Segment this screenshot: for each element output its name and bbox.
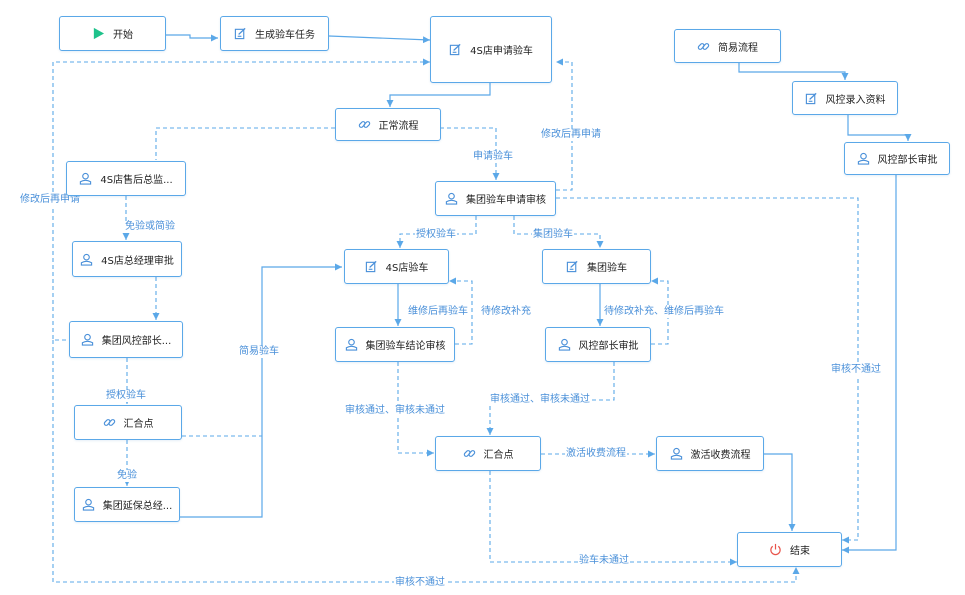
- node-label: 集团验车申请审核: [466, 195, 546, 206]
- edge-riskhead-end: [842, 175, 897, 554]
- edge-label: 修改后再申请: [540, 129, 602, 141]
- node-shop-check[interactable]: 4S店验车: [344, 249, 449, 284]
- edge-label: 免验或简验: [124, 221, 176, 233]
- edit-icon: [566, 260, 578, 273]
- edge-simple-input: [738, 63, 849, 80]
- power-icon: [770, 543, 781, 556]
- node-warranty-gm[interactable]: 集团延保总经...: [74, 487, 180, 522]
- edge-label: 验车未通过: [578, 555, 630, 567]
- node-label: 风控录入资料: [825, 94, 886, 106]
- user-icon: [345, 338, 357, 351]
- edge-label: 申请验车: [472, 151, 514, 163]
- user-icon: [81, 333, 93, 346]
- link-icon: [358, 121, 370, 128]
- edge-gen-apply: [328, 35, 431, 44]
- node-label: 4S店售后总监...: [100, 175, 173, 186]
- edit-icon: [365, 260, 377, 273]
- node-label: 集团验车结论审核: [365, 341, 446, 352]
- node-label: 集团延保总经...: [102, 501, 173, 512]
- node-group-risk-head[interactable]: 集团风控部长...: [69, 321, 183, 358]
- edit-icon: [234, 27, 246, 40]
- edge-label: 简易验车: [238, 346, 280, 358]
- node-group-apply-review[interactable]: 集团验车申请审核: [435, 181, 556, 216]
- node-label: 集团验车: [587, 263, 627, 274]
- node-label: 激活收费流程: [690, 450, 751, 461]
- node-start[interactable]: 开始: [59, 16, 166, 51]
- node-simple-flow[interactable]: 简易流程: [674, 29, 781, 63]
- node-label: 正常流程: [378, 121, 419, 132]
- node-label: 汇合点: [123, 419, 154, 430]
- edge-label: 审核通过、审核未通过: [344, 405, 446, 417]
- user-icon: [857, 152, 869, 165]
- edge-label: 维修后再验车: [407, 306, 469, 318]
- node-label: 4S店总经理审批: [101, 255, 174, 267]
- node-label: 风控部长审批: [877, 155, 938, 166]
- node-activate-fee[interactable]: 激活收费流程: [656, 436, 764, 471]
- edge-resubmit-right: [556, 58, 573, 191]
- edge-label: 审核不通过: [830, 364, 882, 376]
- edge-activate-end: [764, 453, 796, 531]
- node-label: 简易流程: [718, 42, 758, 54]
- edge-normal-aftersale: [155, 127, 335, 160]
- edge-label: 待修改补充、维修后再验车: [603, 306, 725, 318]
- edge-label: 授权验车: [105, 390, 147, 402]
- edge-label: 集团验车: [532, 229, 574, 241]
- edge-merge-end: [489, 471, 737, 566]
- node-merge-mid[interactable]: 汇合点: [435, 436, 541, 471]
- edge-bottom-loop: [52, 340, 800, 583]
- edge-conclusion-back: [449, 277, 473, 345]
- node-label: 集团风控部长...: [101, 336, 172, 347]
- node-merge-left[interactable]: 汇合点: [74, 405, 182, 440]
- user-icon: [80, 253, 93, 266]
- node-label: 风控部长审批: [578, 341, 639, 352]
- edge-apply-normal: [386, 83, 491, 107]
- node-risk-head-right[interactable]: 风控部长审批: [844, 142, 950, 175]
- edge-label: 修改后再申请: [19, 194, 81, 206]
- user-icon: [558, 338, 570, 351]
- edge-label: 审核不通过: [394, 577, 446, 589]
- user-icon: [80, 172, 92, 185]
- node-conclusion-review[interactable]: 集团验车结论审核: [335, 327, 455, 362]
- link-icon: [103, 419, 115, 426]
- edge-input-riskhead: [847, 115, 912, 141]
- edge-label: 审核通过、审核未通过: [489, 394, 591, 406]
- node-label: 4S店验车: [385, 263, 429, 274]
- edge-riskhead-back: [651, 277, 669, 345]
- edge-label: 免验: [116, 470, 138, 482]
- edge-review-groupcheck: [513, 216, 604, 248]
- user-icon: [445, 192, 458, 205]
- node-apply[interactable]: 4S店申请验车: [430, 16, 552, 83]
- user-icon: [670, 447, 682, 460]
- node-label: 4S店申请验车: [470, 46, 533, 57]
- node-aftersale-director[interactable]: 4S店售后总监...: [66, 161, 186, 196]
- edge-resubmit-left: [52, 58, 430, 341]
- edge-normal-groupreview: [440, 127, 500, 180]
- play-icon: [93, 27, 105, 40]
- node-label: 生成验车任务: [255, 30, 315, 41]
- edge-label: 激活收费流程: [565, 448, 627, 460]
- link-icon: [697, 42, 710, 50]
- node-gm-approve[interactable]: 4S店总经理审批: [72, 241, 182, 277]
- node-risk-head-mid[interactable]: 风控部长审批: [545, 327, 651, 362]
- edge-label: 授权验车: [415, 229, 457, 241]
- node-normal-flow[interactable]: 正常流程: [335, 108, 441, 141]
- node-label: 汇合点: [483, 450, 514, 461]
- link-icon: [463, 450, 475, 457]
- edge-warranty-shop: [180, 263, 342, 518]
- node-label: 开始: [113, 30, 133, 41]
- edit-icon: [805, 92, 817, 104]
- node-end[interactable]: 结束: [737, 532, 842, 567]
- edge-label: 待修改补充: [480, 306, 532, 318]
- edit-icon: [449, 43, 461, 56]
- node-risk-input[interactable]: 风控录入资料: [792, 81, 898, 115]
- node-gen-task[interactable]: 生成验车任务: [220, 16, 329, 51]
- edge-conclusion-merge: [397, 362, 434, 457]
- edge-start-gen: [166, 34, 218, 42]
- node-group-check[interactable]: 集团验车: [542, 249, 651, 284]
- node-label: 结束: [790, 546, 810, 557]
- user-icon: [82, 498, 94, 511]
